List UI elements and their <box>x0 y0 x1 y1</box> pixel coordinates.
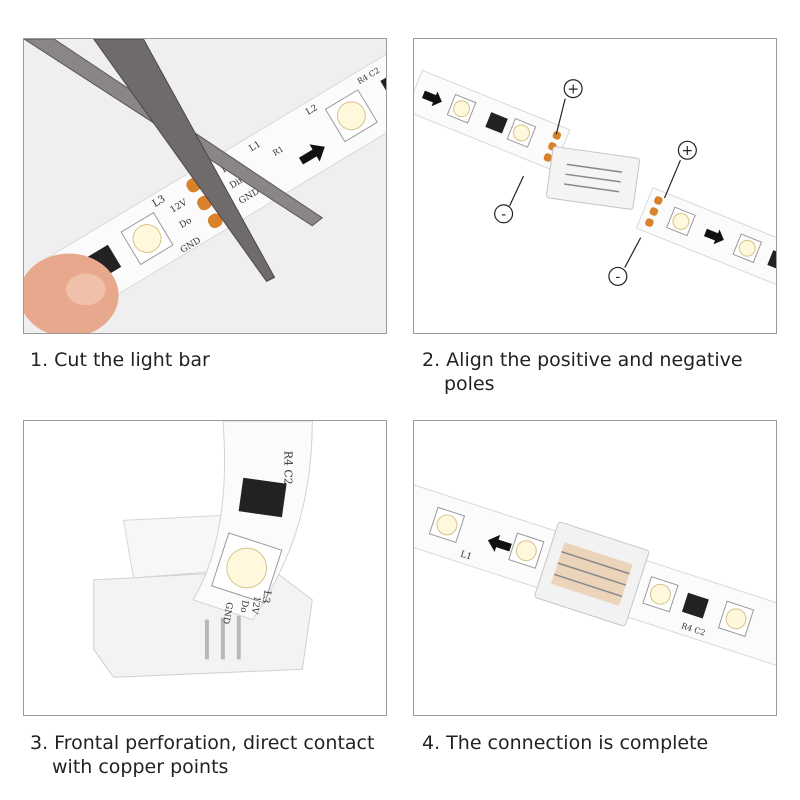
led-light <box>672 212 690 230</box>
label-l1: L1 <box>459 550 473 563</box>
direction-arrow-icon <box>487 534 512 552</box>
step-2-caption-line-1: 2. Align the positive and negative <box>422 349 743 371</box>
step-4-caption: 4. The connection is complete <box>422 731 708 755</box>
step-3-caption: 3. Frontal perforation, direct contact w… <box>30 731 374 779</box>
copper-pad <box>645 218 654 227</box>
led-light <box>226 547 268 589</box>
step-4-panel: L1 R4 C2 <box>413 420 777 716</box>
svg-text:-: - <box>501 207 506 223</box>
plus-pole-marker-bottom: + <box>663 140 697 199</box>
svg-text:-: - <box>615 269 620 285</box>
connection-complete-illustration: L1 R4 C2 <box>414 484 776 672</box>
scissor-blade-lower <box>93 39 276 282</box>
led-light-3 <box>650 583 671 605</box>
ic-chip <box>238 477 287 518</box>
led-light-2 <box>512 124 530 142</box>
svg-text:+: + <box>682 143 694 159</box>
step-4-caption-line-1: 4. The connection is complete <box>422 732 709 754</box>
copper-pad <box>649 207 659 216</box>
led-light-2 <box>336 101 366 131</box>
led-light <box>132 224 162 253</box>
fingernail <box>65 273 106 306</box>
ic-chip <box>485 112 508 134</box>
align-poles-illustration: + - + - <box>414 69 776 293</box>
ic-chip <box>767 250 776 272</box>
label-gnd: GND <box>220 601 234 624</box>
step-2-panel: + - + - <box>413 38 777 334</box>
step-3-caption-line-2: with copper points <box>52 756 229 778</box>
led-light-2 <box>738 239 756 257</box>
label-r4c2: R4 C2 <box>281 451 294 485</box>
copper-pad <box>654 196 663 205</box>
minus-pole-marker-top: - <box>494 175 525 224</box>
label-12v: 12V <box>249 595 262 615</box>
step-3-caption-line-1: 3. Frontal perforation, direct contact <box>30 732 375 754</box>
step-2-caption: 2. Align the positive and negative poles <box>422 348 743 396</box>
ic-chip <box>681 592 709 619</box>
copper-pins <box>205 615 241 660</box>
svg-text:+: + <box>567 82 579 98</box>
direction-arrow-icon <box>421 90 442 107</box>
led-light <box>436 514 458 536</box>
copper-pad <box>543 153 553 162</box>
step-2-caption-line-2: poles <box>444 373 495 395</box>
plus-pole-marker-top: + <box>555 79 583 135</box>
led-light <box>453 100 471 118</box>
label-do: Do <box>238 599 250 613</box>
minus-pole-marker-bottom: - <box>608 237 642 286</box>
step-1-panel: L3 GND 12V Do 12V Din GND L1 R1 L2 R4 <box>23 38 387 334</box>
direction-arrow-icon <box>703 228 724 245</box>
led-light-2 <box>515 540 537 562</box>
cut-strip-illustration: L3 GND 12V Do 12V Din GND L1 R1 L2 R4 <box>24 39 386 333</box>
step-1-caption: 1. Cut the light bar <box>30 348 210 372</box>
copper-pad <box>552 131 562 140</box>
step-1-caption-line-1: 1. Cut the light bar <box>30 349 210 371</box>
perforation-illustration: R4 C2 L3 12V Do GND <box>93 421 313 678</box>
step-3-panel: R4 C2 L3 12V Do GND <box>23 420 387 716</box>
led-light-4 <box>725 608 747 630</box>
direction-arrow-icon <box>298 144 325 165</box>
label-l3: L3 <box>259 589 272 604</box>
